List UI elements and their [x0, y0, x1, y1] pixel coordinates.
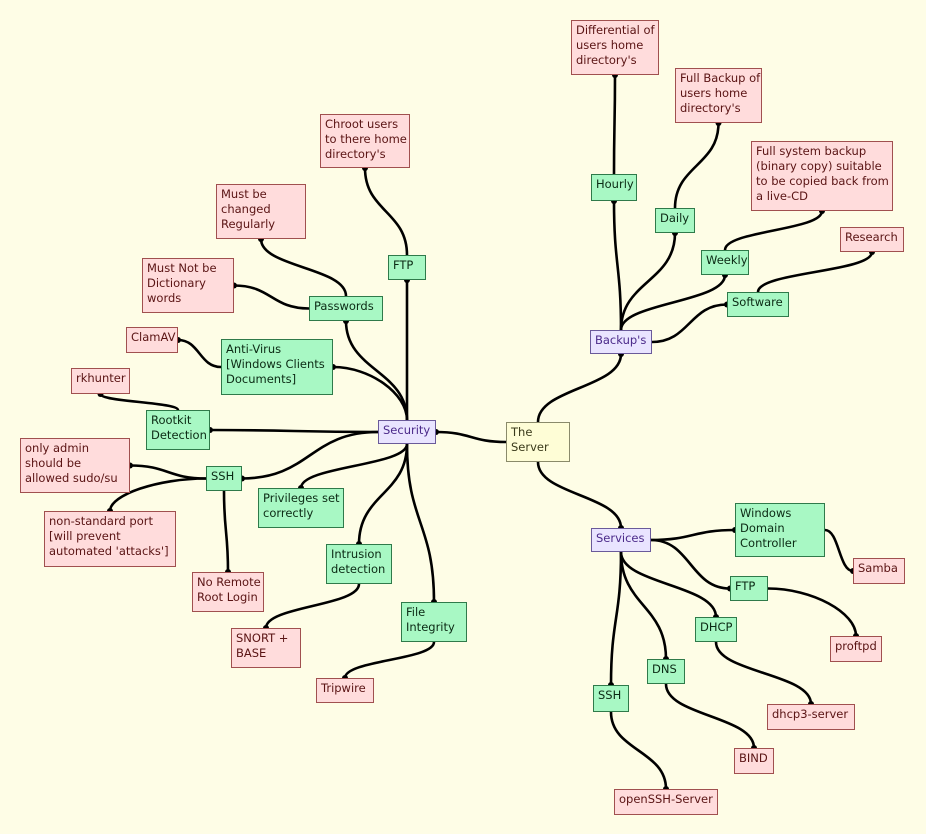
- node-proftpd[interactable]: proftpd: [830, 636, 882, 662]
- edge-services-svc_ftp: [650, 538, 731, 590]
- edge-antivirus-clamav: [177, 338, 222, 369]
- edge-services-dhcp: [619, 551, 718, 618]
- node-ssh-admin[interactable]: only admin should be allowed sudo/su: [20, 438, 130, 493]
- node-intrusion[interactable]: Intrusion detection: [326, 544, 392, 584]
- node-bind[interactable]: BIND: [734, 748, 774, 774]
- edge-backups-hourly: [612, 200, 623, 331]
- edge-sec_ftp-chroot: [363, 167, 409, 256]
- edge-sec_ssh-ssh_root: [222, 490, 230, 573]
- edge-passwords-pw_changed: [259, 238, 348, 297]
- node-backups[interactable]: Backup's: [590, 330, 652, 354]
- node-fullsys[interactable]: Full system backup (binary copy) suitabl…: [751, 141, 893, 211]
- node-sec-ftp[interactable]: FTP: [388, 255, 426, 280]
- node-ssh-root[interactable]: No Remote Root Login: [192, 572, 264, 612]
- node-sec-ssh[interactable]: SSH: [206, 466, 242, 491]
- node-samba[interactable]: Samba: [853, 558, 905, 584]
- node-software[interactable]: Software: [727, 292, 789, 317]
- edge-security-intrusion: [357, 443, 409, 545]
- node-privileges[interactable]: Privileges set correctly: [258, 488, 344, 528]
- edge-hourly-diff: [612, 74, 617, 175]
- node-openssh[interactable]: openSSH-Server: [614, 789, 718, 815]
- node-fileint[interactable]: File Integrity: [401, 602, 467, 642]
- node-fullhome[interactable]: Full Backup of users home directory's: [675, 68, 762, 123]
- edge-sec_ssh-ssh_admin: [129, 464, 207, 480]
- node-weekly[interactable]: Weekly: [701, 250, 749, 275]
- node-dns[interactable]: DNS: [647, 659, 685, 684]
- node-pw-changed[interactable]: Must be changed Regularly: [216, 184, 306, 239]
- edge-dhcp-dhcp3: [714, 641, 813, 705]
- node-chroot[interactable]: Chroot users to there home directory's: [320, 114, 410, 168]
- node-wdc[interactable]: Windows Domain Controller: [735, 503, 825, 557]
- node-dhcp[interactable]: DHCP: [695, 617, 737, 642]
- node-rkhunter[interactable]: rkhunter: [71, 368, 130, 394]
- edge-backups-daily: [619, 232, 677, 331]
- edge-server-services: [536, 461, 623, 529]
- edge-rootkit-rkhunter: [99, 392, 180, 412]
- edge-intrusion-snort: [264, 583, 361, 629]
- node-ssh-port[interactable]: non-standard port [will prevent automate…: [44, 511, 176, 567]
- node-daily[interactable]: Daily: [655, 208, 695, 233]
- node-pw-dict[interactable]: Must Not be Dictionary words: [142, 258, 234, 313]
- edge-security-rootkit: [209, 428, 379, 434]
- edge-backups-software: [651, 303, 728, 344]
- edge-security-antivirus: [332, 365, 409, 421]
- node-snort[interactable]: SNORT + BASE: [231, 628, 301, 668]
- node-research[interactable]: Research: [840, 227, 904, 252]
- edge-wdc-samba: [824, 528, 854, 573]
- node-svc-ssh[interactable]: SSH: [593, 685, 629, 712]
- edge-daily-fullhome: [673, 122, 720, 209]
- edge-server-backups: [536, 353, 623, 423]
- edge-security-sec_ssh: [241, 430, 379, 480]
- node-rootkit[interactable]: Rootkit Detection: [146, 410, 210, 450]
- edge-passwords-pw_dict: [233, 284, 310, 310]
- edge-svc_ftp-proftpd: [767, 587, 858, 637]
- edge-security-fileint: [405, 443, 436, 603]
- node-security[interactable]: Security: [378, 420, 436, 444]
- node-dhcp3[interactable]: dhcp3-server: [767, 704, 855, 730]
- edge-dns-bind: [664, 683, 756, 749]
- node-passwords[interactable]: Passwords: [309, 296, 383, 321]
- edge-services-svc_ssh: [609, 551, 623, 686]
- node-antivirus[interactable]: Anti-Virus [Windows Clients Documents]: [221, 339, 333, 395]
- edge-services-wdc: [650, 528, 736, 542]
- node-clamav[interactable]: ClamAV: [126, 327, 178, 353]
- edge-software-research: [756, 251, 874, 293]
- node-diff[interactable]: Differential of users home directory's: [571, 20, 659, 75]
- node-hourly[interactable]: Hourly: [591, 174, 637, 201]
- edge-security-privileges: [299, 443, 409, 489]
- node-services[interactable]: Services: [591, 528, 651, 552]
- edge-services-dns: [619, 551, 668, 660]
- edge-backups-weekly: [619, 274, 727, 331]
- edge-sec_ssh-ssh_port: [108, 477, 207, 512]
- edge-server-security: [435, 430, 507, 444]
- edge-weekly-fullsys: [723, 210, 824, 251]
- edge-svc_ssh-openssh: [609, 711, 668, 790]
- node-svc-ftp[interactable]: FTP: [730, 576, 768, 601]
- edge-fileint-tripwire: [343, 641, 436, 679]
- node-server[interactable]: The Server: [506, 422, 570, 462]
- node-tripwire[interactable]: Tripwire: [316, 678, 374, 703]
